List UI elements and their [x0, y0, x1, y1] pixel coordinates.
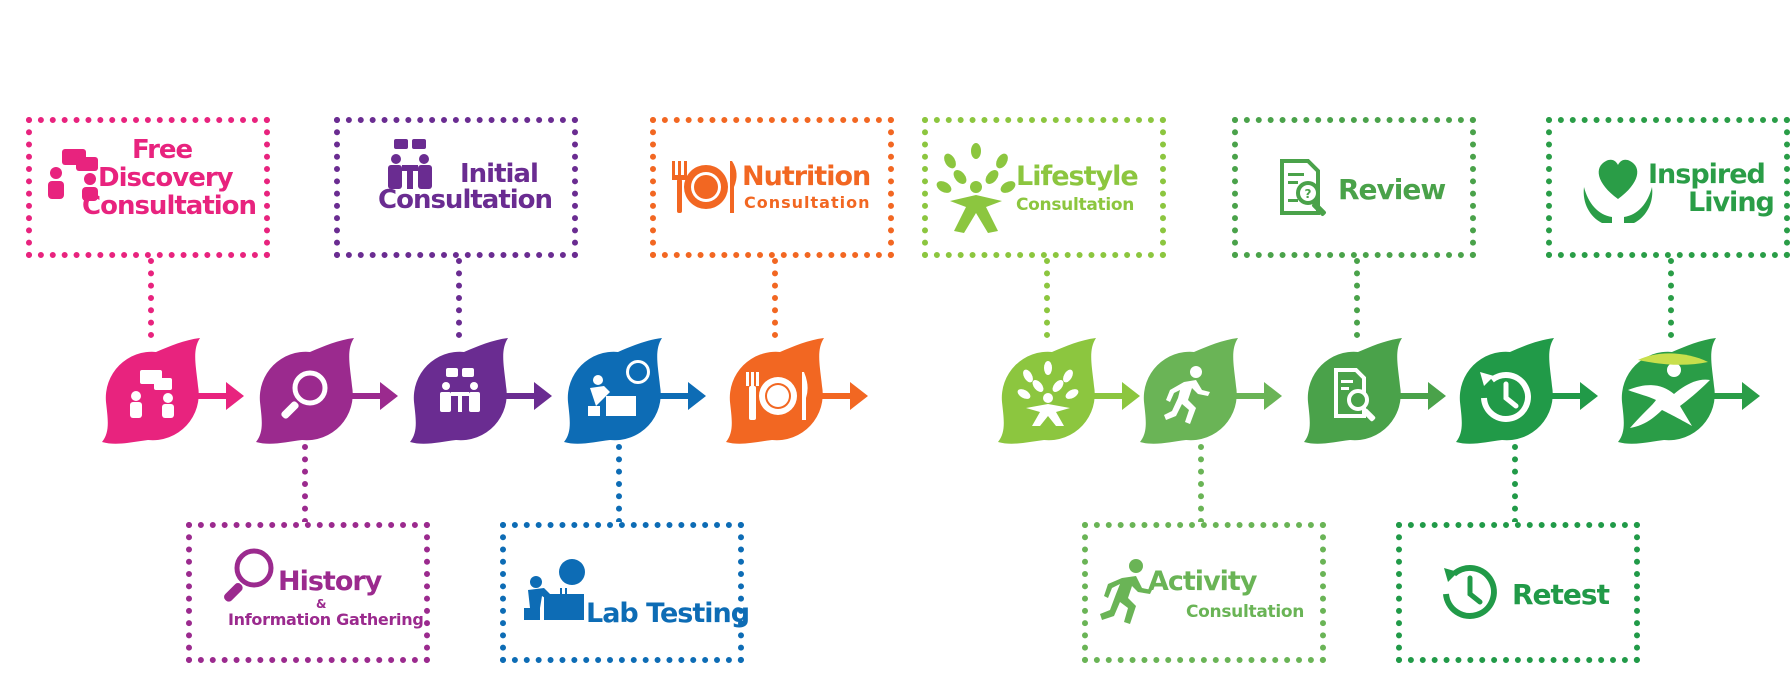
- connector-nutrition: [772, 258, 778, 338]
- flow-arrow-head: [1742, 382, 1760, 410]
- step-box-free-discovery: Free Discovery Consultation: [26, 117, 270, 258]
- step-title-line: History: [278, 566, 382, 597]
- connector-initial: [456, 258, 462, 338]
- flow-arrow-line: [1394, 393, 1434, 399]
- heart-hands-icon: [1583, 159, 1653, 223]
- step-subtitle: Consultation: [744, 193, 871, 212]
- step-bubble-history: [256, 338, 398, 444]
- plate-cutlery-icon: [672, 161, 737, 213]
- flow-arrow-line: [500, 393, 540, 399]
- step-bubble-initial: [410, 338, 552, 444]
- step-bubble-inspired: [1618, 338, 1760, 444]
- connector-review: [1354, 258, 1360, 338]
- flow-arrow-line: [1546, 393, 1586, 399]
- step-title-line: Consultation: [82, 191, 257, 221]
- flow-arrow-head: [1264, 382, 1282, 410]
- flow-arrow-head: [380, 382, 398, 410]
- connector-inspired: [1668, 258, 1674, 338]
- step-bubble-lab: [564, 338, 706, 444]
- step-box-history: History & Information Gathering: [186, 522, 430, 663]
- step-bubble-review: [1304, 338, 1446, 444]
- bubble-glyph-icon: [440, 368, 480, 412]
- bubble-glyph-icon: [1334, 368, 1376, 422]
- lab-scientist-icon: [524, 559, 585, 620]
- step-box-retest: Retest: [1396, 522, 1640, 663]
- step-box-nutrition: Nutrition Consultation: [650, 117, 894, 258]
- bubble-glyph-icon: [1628, 353, 1710, 428]
- flow-arrow-head: [1122, 382, 1140, 410]
- connector-history: [302, 444, 308, 524]
- leaf-bubble: [102, 338, 200, 444]
- step-subtitle: Consultation: [1016, 195, 1135, 215]
- magnifier-icon: [224, 548, 274, 602]
- clock-history-icon: [1443, 565, 1497, 619]
- flow-arrow-head: [688, 382, 706, 410]
- step-box-activity: Activity Consultation: [1082, 522, 1326, 663]
- step-bubble-free-discovery: [102, 338, 244, 444]
- step-box-inspired: Inspired Living: [1546, 117, 1790, 258]
- bubble-glyph-icon: [1480, 372, 1531, 422]
- step-box-lifestyle: Lifestyle Consultation: [922, 117, 1166, 258]
- leaf-bubble: [998, 338, 1096, 444]
- bubble-glyph-icon: [1164, 366, 1210, 424]
- step-bubble-lifestyle: [998, 338, 1140, 444]
- step-bubble-activity: [1140, 338, 1282, 444]
- runner-icon: [1100, 559, 1152, 624]
- flow-arrow-line: [816, 393, 856, 399]
- step-subtitle: Information Gathering: [228, 610, 424, 629]
- step-title-line: Review: [1338, 173, 1446, 206]
- bubble-glyph-icon: [281, 370, 328, 419]
- step-bubble-nutrition: [726, 338, 868, 444]
- step-title-line: Free: [132, 135, 193, 165]
- flow-arrow-line: [346, 393, 386, 399]
- flow-arrow-head: [1428, 382, 1446, 410]
- flow-arrow-line: [654, 393, 694, 399]
- document-search-icon: ?: [1280, 159, 1326, 216]
- bubble-glyph-icon: [1017, 361, 1079, 426]
- flow-arrow-line: [1708, 393, 1748, 399]
- connector-lab: [616, 444, 622, 524]
- step-subtitle: Consultation: [1186, 602, 1305, 622]
- connector-free-discovery: [148, 258, 154, 338]
- step-title-line: Lab Testing: [586, 598, 750, 629]
- step-box-lab: Lab Testing: [500, 522, 750, 663]
- connector-retest: [1512, 444, 1518, 524]
- step-title-line: Nutrition: [742, 161, 871, 192]
- step-amp: &: [316, 597, 327, 611]
- flow-arrow-head: [226, 382, 244, 410]
- leaf-bubble: [564, 338, 662, 444]
- bubble-glyph-icon: [588, 360, 650, 416]
- connector-activity: [1198, 444, 1204, 524]
- flow-arrow-head: [850, 382, 868, 410]
- flow-arrow-head: [534, 382, 552, 410]
- step-title-line: Activity: [1148, 566, 1257, 597]
- step-title-line: Consultation: [378, 185, 553, 215]
- leaf-bubble: [256, 338, 354, 444]
- bubble-glyph-icon: [746, 372, 808, 420]
- step-title-line: Initial: [460, 159, 539, 189]
- meeting-table-icon: [388, 139, 432, 189]
- leaf-bubble: [410, 338, 508, 444]
- tree-person-icon: [936, 143, 1016, 233]
- step-title-line: Inspired: [1648, 159, 1766, 190]
- step-title-line: Retest: [1512, 578, 1610, 611]
- flow-arrow-line: [192, 393, 232, 399]
- connector-lifestyle: [1044, 258, 1050, 338]
- flow-arrow-line: [1088, 393, 1128, 399]
- step-bubble-retest: [1456, 338, 1598, 444]
- step-title-line: Lifestyle: [1016, 161, 1139, 192]
- step-box-initial: Initial Consultation: [334, 117, 578, 258]
- flow-arrow-head: [1580, 382, 1598, 410]
- step-box-review: ? Review: [1232, 117, 1476, 258]
- step-title-line: Living: [1688, 187, 1775, 218]
- consultation-people-icon: [48, 149, 98, 201]
- step-title-line: Discovery: [98, 163, 234, 193]
- flow-arrow-line: [1230, 393, 1270, 399]
- bubble-glyph-icon: [130, 370, 174, 418]
- svg-text:?: ?: [1305, 187, 1312, 201]
